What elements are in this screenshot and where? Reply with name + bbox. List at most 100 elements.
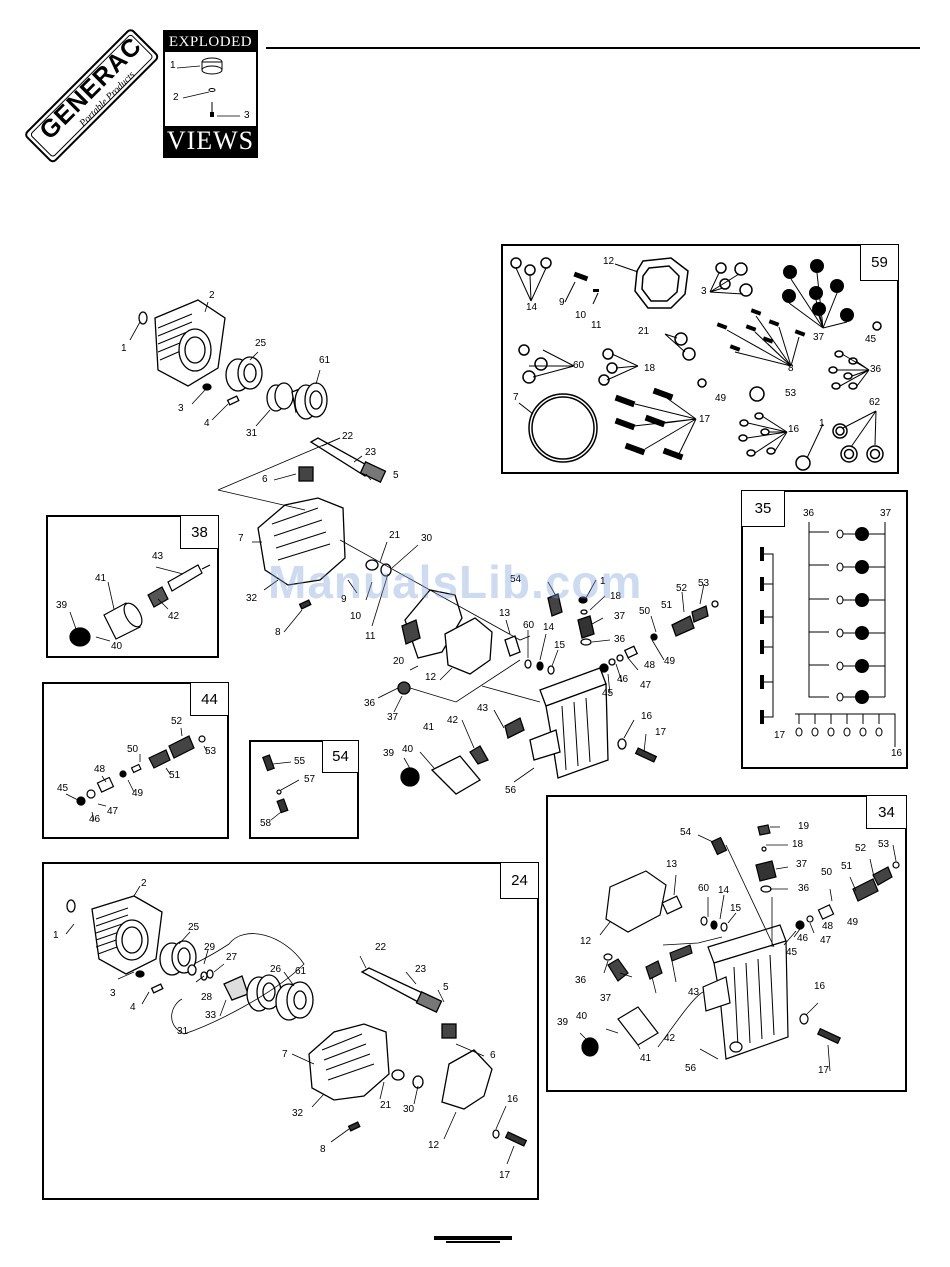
- inset-59: 59: [501, 244, 899, 474]
- part-callout: 16: [891, 748, 903, 759]
- part-callout: 60: [523, 620, 535, 631]
- part-callout: 21: [380, 1100, 392, 1111]
- part-callout: 16: [507, 1094, 519, 1105]
- part-callout: 9: [559, 297, 565, 308]
- part-callout: 56: [505, 785, 517, 796]
- inset-tag-38: 38: [180, 516, 218, 549]
- part-callout: 62: [869, 397, 881, 408]
- part-callout: 1: [53, 930, 59, 941]
- part-callout: 29: [204, 942, 216, 953]
- part-callout: 8: [788, 363, 794, 374]
- part-callout: 61: [295, 966, 307, 977]
- part-callout: 23: [415, 964, 427, 975]
- part-callout: 49: [664, 656, 676, 667]
- part-callout: 41: [95, 573, 107, 584]
- part-callout: 54: [510, 574, 522, 585]
- manifold-drawing: [579, 824, 900, 1072]
- part-callout: 48: [822, 921, 834, 932]
- part-callout: 57: [304, 774, 316, 785]
- inset-tag-54: 54: [322, 741, 358, 773]
- part-callout: 60: [698, 883, 710, 894]
- part-callout: 14: [526, 302, 538, 313]
- inset-tag-34: 34: [866, 796, 906, 829]
- part-callout: 45: [786, 947, 798, 958]
- part-callout: 45: [602, 688, 614, 699]
- part-callout: 52: [855, 843, 867, 854]
- part-callout: 50: [127, 744, 139, 755]
- part-callout: 40: [576, 1011, 588, 1022]
- part-callout: 14: [543, 622, 555, 633]
- part-callout: 51: [841, 861, 853, 872]
- part-callout: 25: [255, 338, 267, 349]
- part-callout: 37: [880, 508, 892, 519]
- part-callout: 46: [617, 674, 629, 685]
- part-callout: 36: [364, 698, 376, 709]
- part-callout: 45: [57, 783, 69, 794]
- part-callout: 53: [205, 746, 217, 757]
- part-callout: 19: [798, 821, 810, 832]
- inset-tag-59: 59: [860, 245, 898, 281]
- part-callout: 8: [320, 1144, 326, 1155]
- part-callout: 31: [177, 1026, 189, 1037]
- part-callout: 16: [814, 981, 826, 992]
- part-callout: 32: [292, 1108, 304, 1119]
- part-callout: 58: [260, 818, 272, 829]
- part-callout: 45: [865, 334, 877, 345]
- part-callout: 52: [171, 716, 183, 727]
- part-callout: 1: [819, 418, 825, 429]
- part-callout: 3: [178, 403, 184, 414]
- part-callout: 7: [513, 392, 519, 403]
- part-callout: 7: [238, 533, 244, 544]
- inset-tag-44: 44: [190, 683, 228, 716]
- part-callout: 11: [591, 320, 602, 331]
- part-callout: 49: [132, 788, 144, 799]
- part-callout: 14: [718, 885, 730, 896]
- part-callout: 30: [421, 533, 433, 544]
- part-callout: 41: [640, 1053, 652, 1064]
- part-callout: 53: [878, 839, 890, 850]
- part-callout: 51: [661, 600, 673, 611]
- part-callout: 60: [573, 360, 585, 371]
- part-callout: 16: [641, 711, 653, 722]
- part-callout: 31: [246, 428, 258, 439]
- part-callout: 23: [365, 447, 377, 458]
- part-callout: 12: [603, 256, 615, 267]
- part-callout: 52: [676, 583, 688, 594]
- inset-44: 44 52 53 50 51 48 49 45 47 46: [42, 682, 229, 839]
- badge-mini-diagram: [176, 57, 240, 117]
- brand-name: GENERAC: [34, 31, 148, 145]
- part-callout: 22: [342, 431, 354, 442]
- part-callout: 18: [644, 363, 656, 374]
- valve-kit-drawing: [760, 522, 896, 747]
- part-callout: 39: [56, 600, 68, 611]
- part-callout: 54: [680, 827, 692, 838]
- part-callout: 42: [664, 1033, 676, 1044]
- crankcase-drawing: [65, 885, 528, 1165]
- part-callout: 17: [655, 727, 667, 738]
- part-callout: 37: [614, 611, 626, 622]
- badge-top-label: EXPLODED: [165, 32, 256, 52]
- part-callout: 36: [870, 364, 882, 375]
- part-callout: 39: [383, 748, 395, 759]
- part-callout: 1: [600, 576, 606, 587]
- part-callout: 15: [554, 640, 566, 651]
- part-callout: 5: [393, 470, 399, 481]
- watermark: ManualsLib.com: [268, 556, 643, 608]
- part-callout: 40: [111, 641, 123, 652]
- part-callout: 46: [89, 814, 101, 825]
- part-callout: 41: [423, 722, 435, 733]
- inset-54: 54 55 57 58: [249, 740, 359, 839]
- part-callout: 49: [847, 917, 859, 928]
- header-rule: [266, 47, 920, 49]
- part-callout: 37: [387, 712, 399, 723]
- part-callout: 53: [698, 578, 710, 589]
- part-callout: 37: [600, 993, 612, 1004]
- part-callout: 11: [365, 631, 376, 642]
- part-callout: 12: [425, 672, 437, 683]
- part-callout: 1: [121, 343, 127, 354]
- part-callout: 1: [170, 60, 176, 71]
- part-callout: 36: [575, 975, 587, 986]
- part-callout: 56: [685, 1063, 697, 1074]
- part-callout: 5: [443, 982, 449, 993]
- part-callout: 48: [644, 660, 656, 671]
